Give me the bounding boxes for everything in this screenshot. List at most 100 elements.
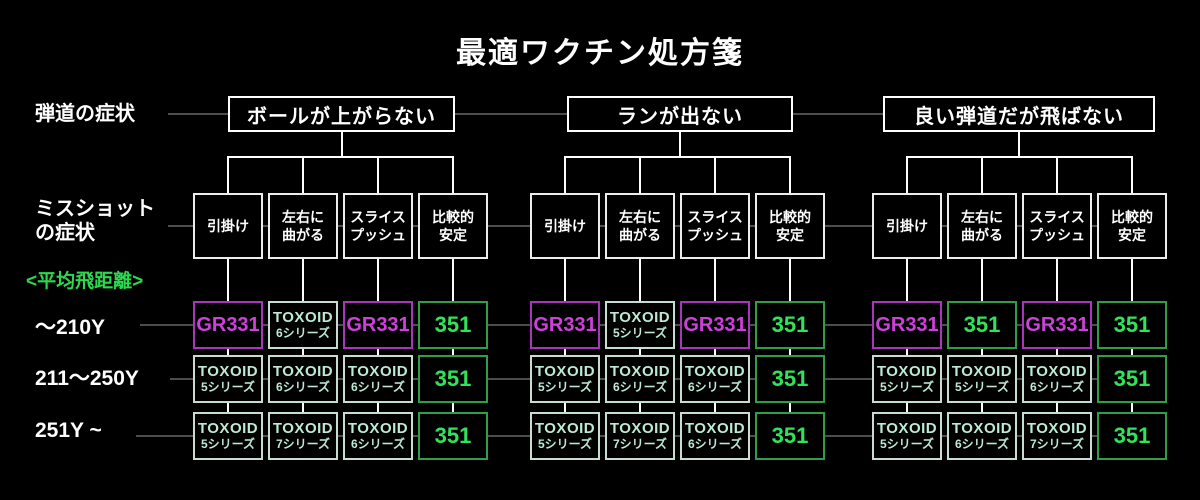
shaft-recommendation-cell: 351 xyxy=(418,412,488,460)
miss-type-box: 引掛け xyxy=(193,193,263,259)
branch-bracket-line xyxy=(906,156,1133,158)
shaft-recommendation-cell: 351 xyxy=(755,412,825,460)
shaft-recommendation-cell: 351 xyxy=(755,355,825,403)
column-connector-line xyxy=(377,403,379,412)
shaft-series-label: 5シリーズ xyxy=(954,380,1010,394)
column-connector-line xyxy=(227,259,229,301)
shaft-recommendation-cell: 351 xyxy=(1097,301,1167,349)
branch-drop-line xyxy=(302,156,304,193)
shaft-recommendation-cell: GR331 xyxy=(530,301,600,349)
column-connector-line xyxy=(1056,259,1058,301)
shaft-model-label: TOXOID xyxy=(684,420,746,437)
shaft-series-label: 5シリーズ xyxy=(200,380,256,394)
miss-type-box: スライス プッシュ xyxy=(680,193,750,259)
branch-drop-line xyxy=(377,156,379,193)
shaft-recommendation-cell: 351 xyxy=(755,301,825,349)
shaft-series-label: 6シリーズ xyxy=(350,380,406,394)
shaft-series-label: 5シリーズ xyxy=(537,437,593,451)
branch-bracket-line xyxy=(564,156,791,158)
miss-type-box: スライス プッシュ xyxy=(1022,193,1092,259)
shaft-recommendation-cell: GR331 xyxy=(872,301,942,349)
shaft-model-label: TOXOID xyxy=(534,363,596,380)
column-connector-line xyxy=(377,259,379,301)
shaft-series-label: 5シリーズ xyxy=(200,437,256,451)
shaft-model-label: TOXOID xyxy=(609,420,671,437)
shaft-series-label: 6シリーズ xyxy=(275,380,331,394)
shaft-model-label: TOXOID xyxy=(684,363,746,380)
shaft-model-label: TOXOID xyxy=(272,309,334,326)
shaft-recommendation-cell: GR331 xyxy=(343,301,413,349)
column-connector-line xyxy=(227,349,229,355)
label-trajectory-symptom: 弾道の症状 xyxy=(35,103,135,125)
shaft-series-label: 6シリーズ xyxy=(612,380,668,394)
label-distance-under-210y: 〜210Y xyxy=(35,316,106,339)
shaft-recommendation-cell: 351 xyxy=(1097,355,1167,403)
miss-type-box: 左右に 曲がる xyxy=(605,193,675,259)
column-connector-line xyxy=(639,349,641,355)
miss-type-box: 比較的 安定 xyxy=(1097,193,1167,259)
column-connector-line xyxy=(714,403,716,412)
branch-drop-line xyxy=(227,156,229,193)
shaft-model-label: TOXOID xyxy=(609,309,671,326)
column-connector-line xyxy=(302,349,304,355)
miss-type-box: 引掛け xyxy=(872,193,942,259)
trajectory-symptom-box: 良い弾道だが飛ばない xyxy=(883,96,1155,132)
branch-stem-line xyxy=(679,132,681,158)
shaft-model-label: TOXOID xyxy=(347,363,409,380)
trajectory-symptom-box: ランが出ない xyxy=(567,96,793,132)
column-connector-line xyxy=(227,403,229,412)
column-connector-line xyxy=(564,259,566,301)
column-connector-line xyxy=(452,259,454,301)
shaft-model-label: TOXOID xyxy=(347,420,409,437)
column-connector-line xyxy=(714,259,716,301)
column-connector-line xyxy=(789,403,791,412)
miss-type-box: 比較的 安定 xyxy=(755,193,825,259)
column-connector-line xyxy=(1131,403,1133,412)
shaft-recommendation-cell: 351 xyxy=(1097,412,1167,460)
label-distance-211-250y: 211〜250Y xyxy=(35,367,139,390)
trajectory-symptom-box: ボールが上がらない xyxy=(228,96,455,132)
shaft-model-label: TOXOID xyxy=(272,420,334,437)
column-connector-line xyxy=(1056,349,1058,355)
shaft-recommendation-cell: 351 xyxy=(418,355,488,403)
column-connector-line xyxy=(564,349,566,355)
shaft-series-label: 6シリーズ xyxy=(687,380,743,394)
shaft-series-label: 7シリーズ xyxy=(1029,437,1085,451)
shaft-model-label: TOXOID xyxy=(1026,420,1088,437)
shaft-series-label: 6シリーズ xyxy=(275,326,331,340)
shaft-series-label: 6シリーズ xyxy=(350,437,406,451)
column-connector-line xyxy=(639,403,641,412)
shaft-model-label: TOXOID xyxy=(876,363,938,380)
column-connector-line xyxy=(789,259,791,301)
branch-stem-line xyxy=(340,132,343,158)
shaft-recommendation-cell: GR331 xyxy=(680,301,750,349)
miss-type-box: 左右に 曲がる xyxy=(268,193,338,259)
shaft-series-label: 6シリーズ xyxy=(954,437,1010,451)
shaft-series-label: 5シリーズ xyxy=(612,326,668,340)
branch-drop-line xyxy=(1131,156,1133,193)
branch-drop-line xyxy=(789,156,791,193)
miss-type-box: 引掛け xyxy=(530,193,600,259)
column-connector-line xyxy=(452,349,454,355)
shaft-series-label: 5シリーズ xyxy=(879,437,935,451)
branch-drop-line xyxy=(452,156,454,193)
branch-drop-line xyxy=(714,156,716,193)
shaft-series-label: 5シリーズ xyxy=(879,380,935,394)
shaft-model-label: TOXOID xyxy=(197,363,259,380)
shaft-model-label: TOXOID xyxy=(951,363,1013,380)
column-connector-line xyxy=(981,259,983,301)
